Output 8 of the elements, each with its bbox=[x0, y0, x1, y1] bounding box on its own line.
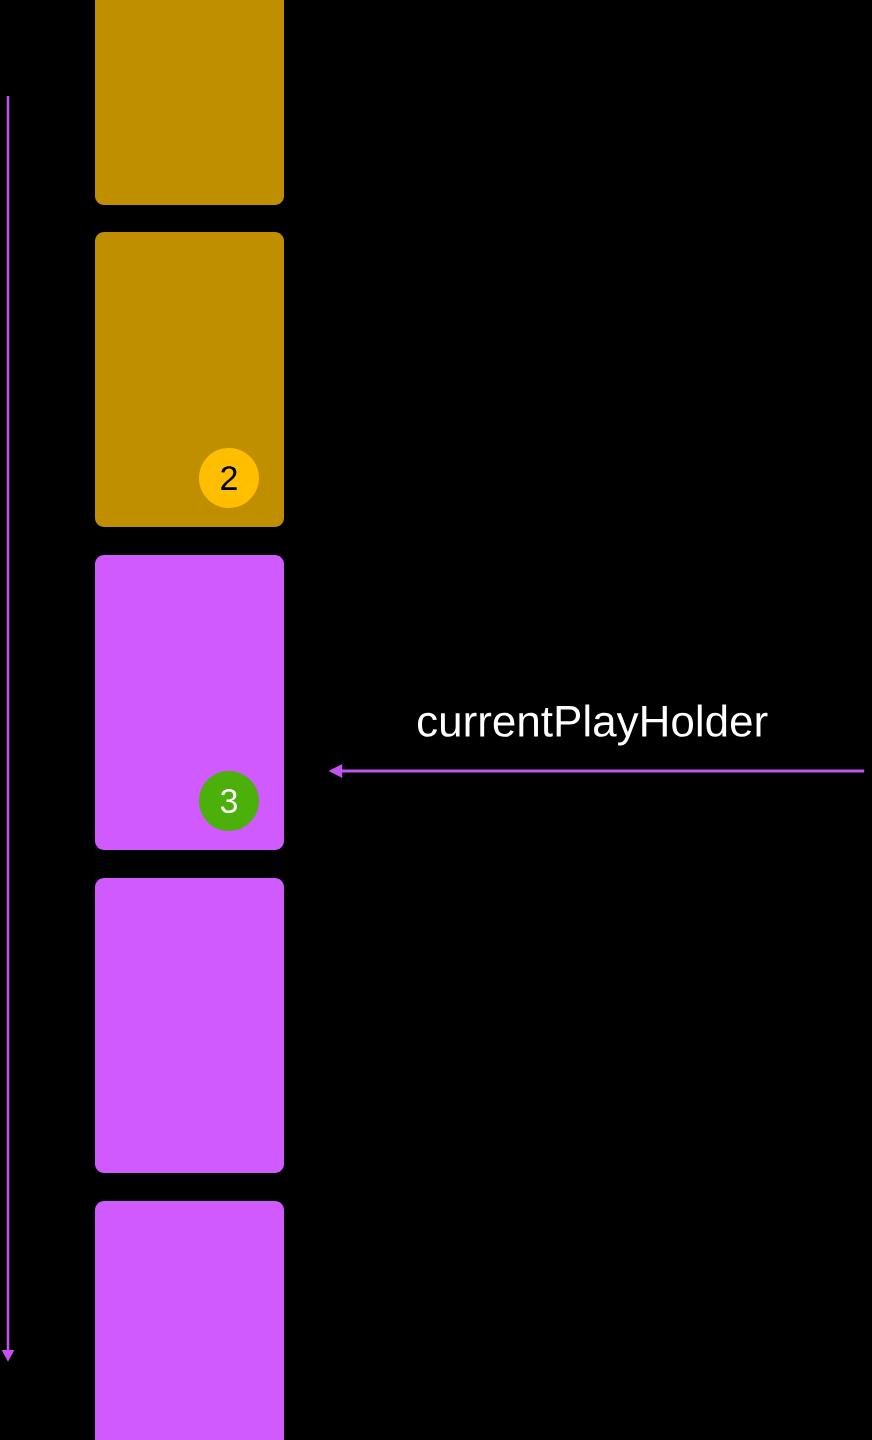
edge-label: currentPlayHolder bbox=[418, 704, 768, 746]
card bbox=[95, 878, 284, 1173]
number-badge: 3 bbox=[199, 771, 259, 831]
card bbox=[95, 555, 284, 850]
card bbox=[95, 1201, 284, 1440]
number-badge: 2 bbox=[199, 448, 259, 508]
card bbox=[95, 232, 284, 527]
card bbox=[95, 0, 284, 205]
